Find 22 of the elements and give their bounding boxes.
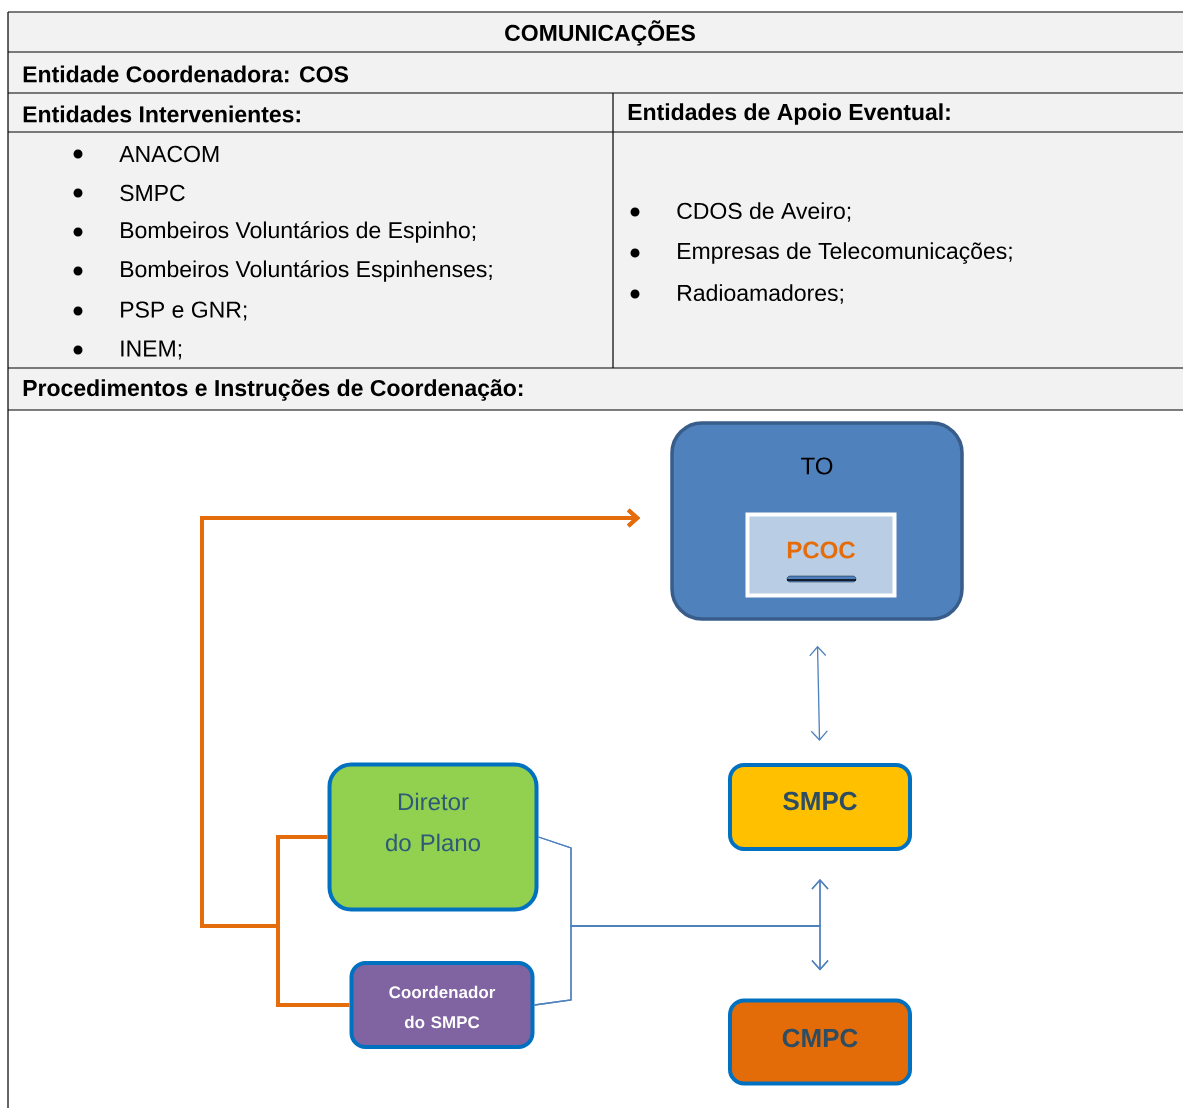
list-item: CDOS de Aveiro; bbox=[630, 202, 851, 222]
pcoc-box: PCOC bbox=[745, 512, 897, 598]
cell-heading: Entidades de Apoio Eventual: bbox=[628, 103, 950, 125]
list-item: Empresas de Telecomunicações; bbox=[630, 242, 1012, 264]
list-item: Radioamadores; bbox=[630, 284, 843, 304]
cell-heading: Entidades Intervenientes: bbox=[23, 105, 300, 123]
list-item: PSP e GNR; bbox=[73, 301, 247, 321]
table-title: COMUNICAÇÕES bbox=[505, 20, 695, 46]
process-box: Coordenador do SMPC bbox=[349, 961, 535, 1049]
process-box: SMPC bbox=[728, 763, 912, 851]
list-item: ANACOM bbox=[73, 145, 219, 163]
process-box: CMPC bbox=[728, 998, 912, 1086]
process-box: Diretor do Plano bbox=[327, 762, 539, 912]
arrow bbox=[809, 645, 828, 741]
list-item: SMPC bbox=[73, 184, 185, 202]
list-item: INEM; bbox=[73, 340, 182, 360]
list-item: Bombeiros Voluntários de Espinho; bbox=[73, 221, 476, 243]
list-item: Bombeiros Voluntários Espinhenses; bbox=[73, 260, 492, 282]
arrow bbox=[200, 508, 641, 1007]
cell-heading: Entidade Coordenadora: COS bbox=[23, 65, 348, 83]
arrow bbox=[533, 925, 829, 1006]
cell-heading: Procedimentos e Instruções de Coordenação: bbox=[23, 379, 523, 401]
